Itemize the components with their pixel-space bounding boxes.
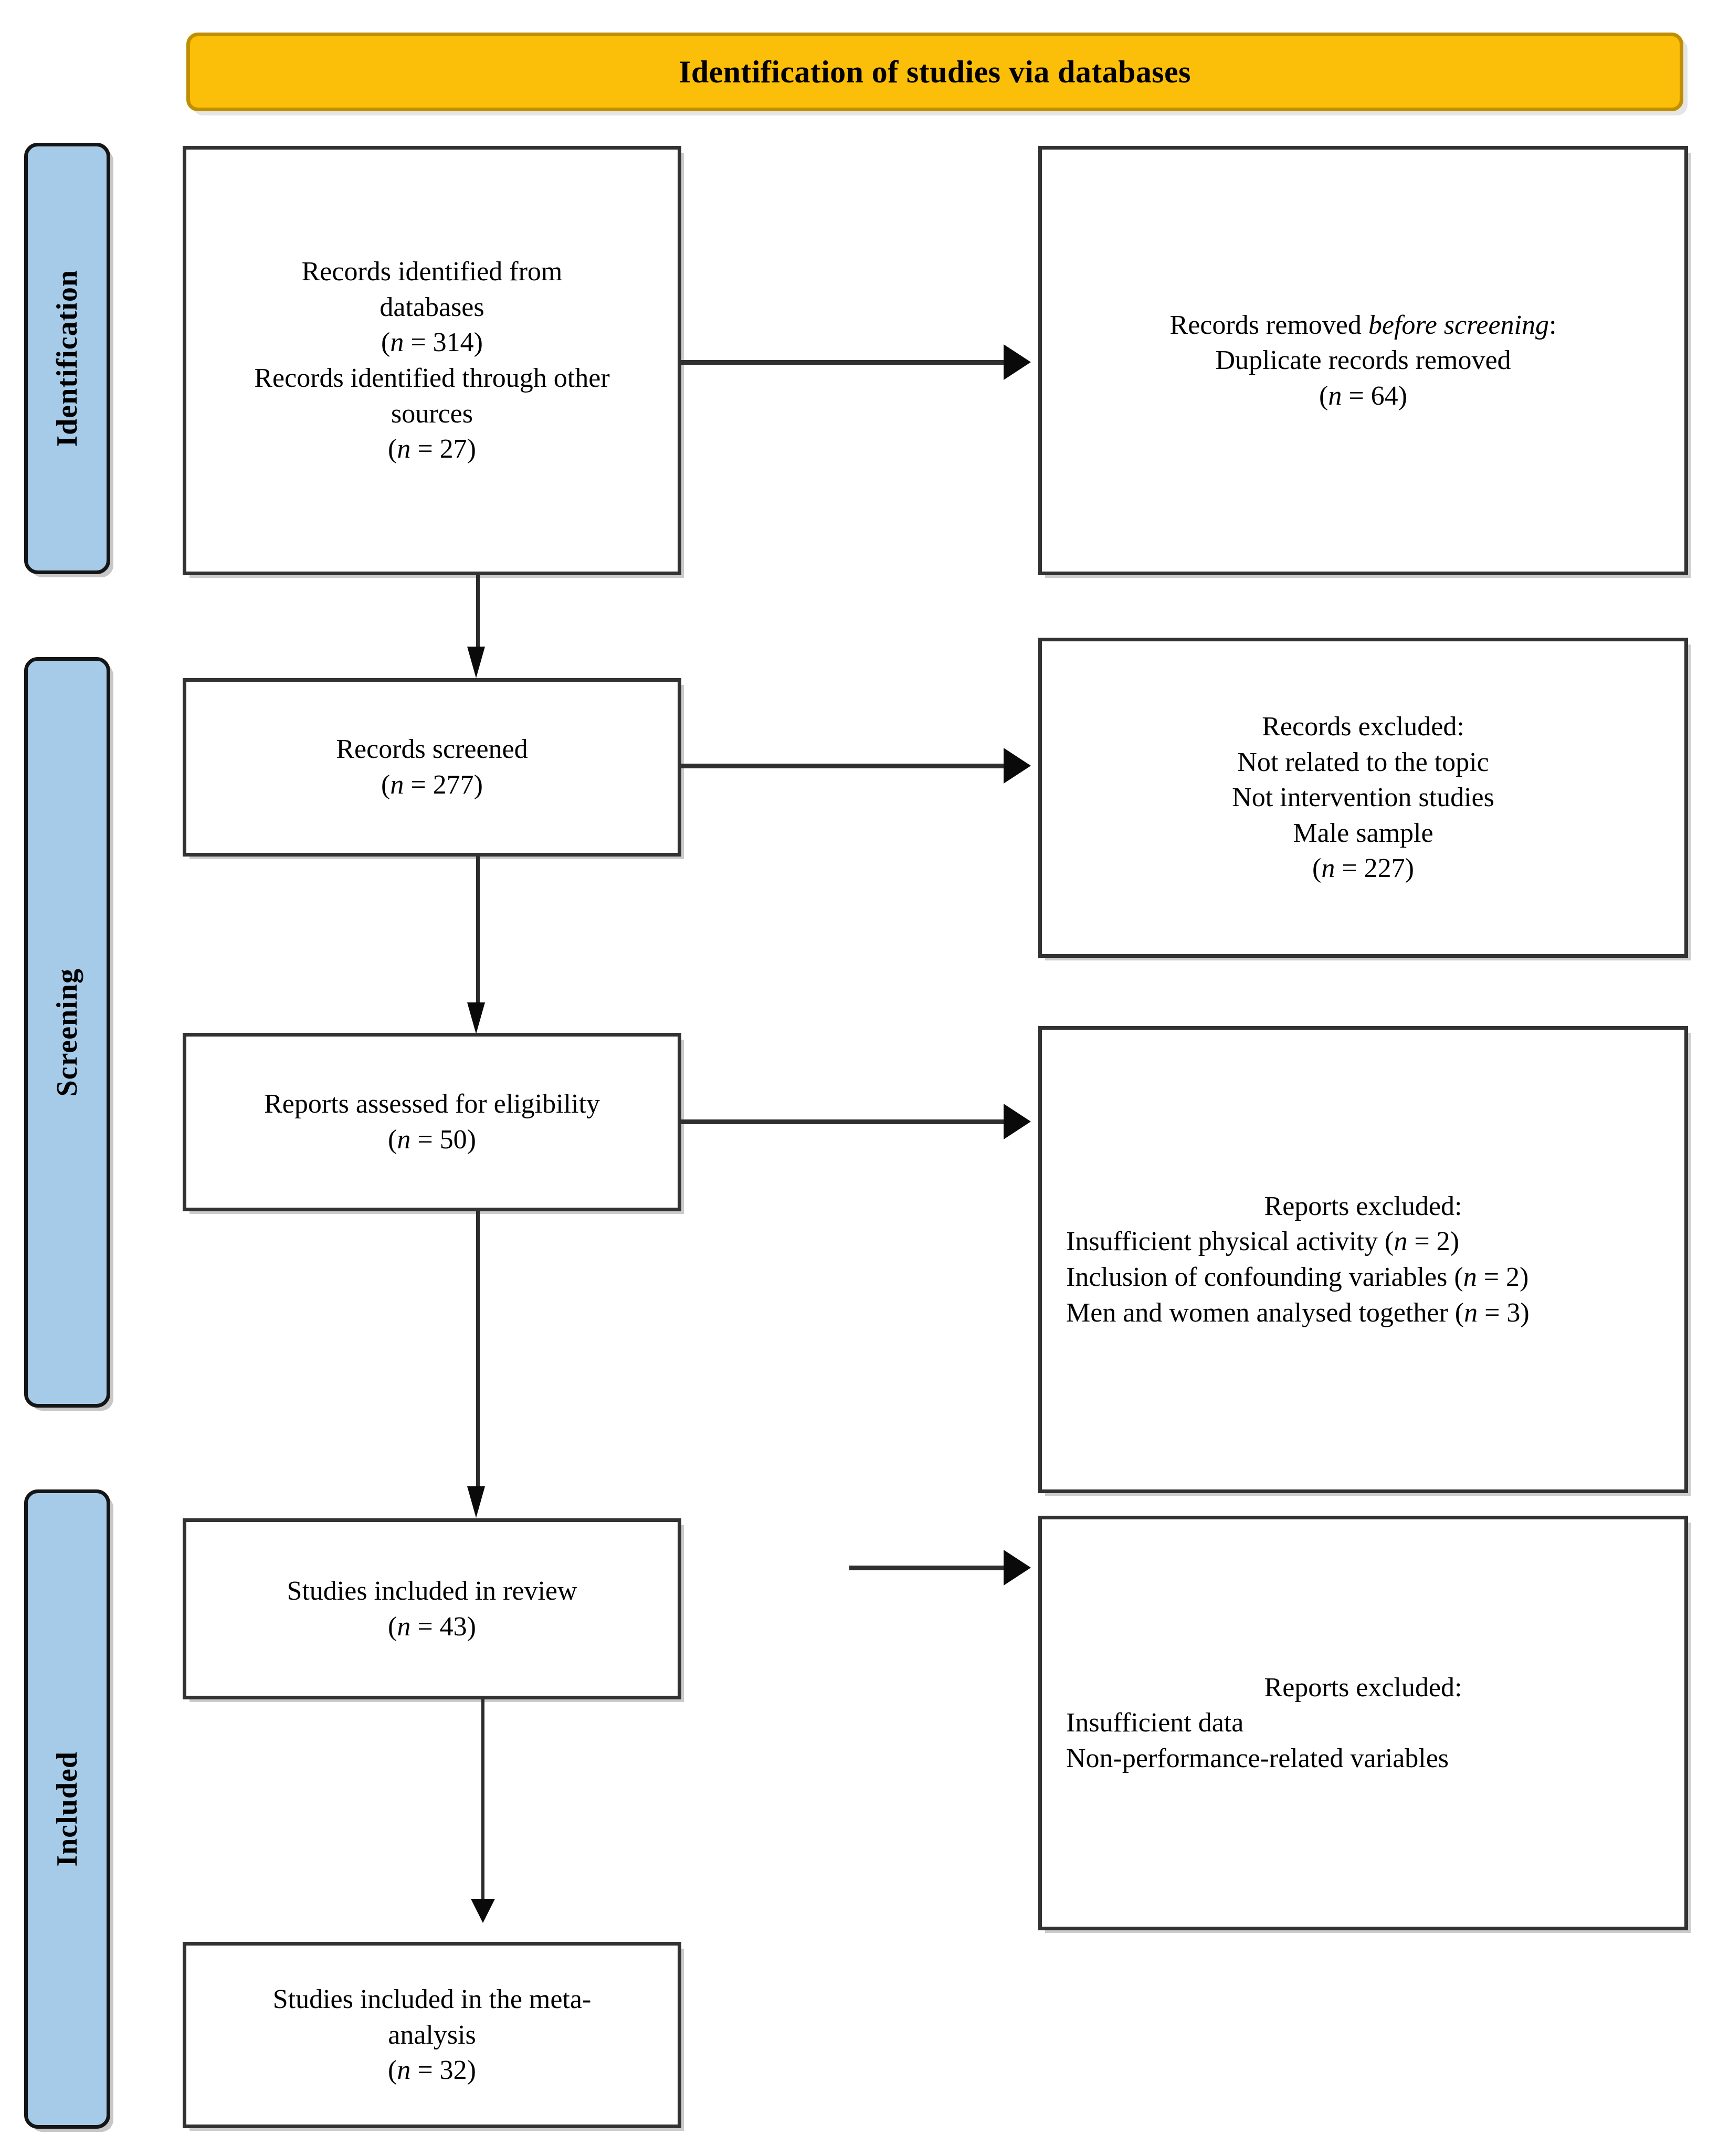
studies-included-review-count-value: = 43)	[410, 1611, 476, 1642]
records-screened-count-n: n	[390, 770, 404, 800]
records-removed-line1-plain: Records removed	[1169, 310, 1368, 340]
records-excluded-item2: Not intervention studies	[1232, 783, 1494, 813]
arrow-screened-to-assessed-line	[476, 857, 480, 1009]
box-records-screened-content: Records screened (n = 277)	[186, 732, 678, 802]
records-removed-line2: Duplicate records removed	[1215, 345, 1511, 376]
studies-included-meta-count-open: (	[388, 2055, 397, 2086]
box-records-excluded: Records excluded: Not related to the top…	[1038, 638, 1688, 958]
reports-assessed-count-open: (	[388, 1125, 397, 1155]
arrow-assessed-to-excluded-head	[1004, 1104, 1031, 1139]
studies-included-meta-count-n: n	[397, 2055, 411, 2086]
records-removed-count-n: n	[1328, 381, 1342, 411]
box-reports-excluded-eligibility-content: Reports excluded: Insufficient physical …	[1042, 1189, 1684, 1330]
box-studies-included-meta: Studies included in the meta- analysis (…	[183, 1942, 681, 2128]
records-identified-count2-value: = 27)	[410, 434, 476, 464]
arrow-identified-to-removed-line	[681, 360, 1004, 365]
box-reports-assessed-content: Reports assessed for eligibility (n = 50…	[186, 1086, 678, 1157]
records-screened-line1: Records screened	[336, 734, 528, 765]
box-records-identified: Records identified from databases (n = 3…	[183, 146, 681, 575]
box-records-removed-before-screening: Records removed before screening: Duplic…	[1038, 146, 1688, 575]
box-reports-excluded-eligibility: Reports excluded: Insufficient physical …	[1038, 1026, 1688, 1493]
records-identified-line5: sources	[391, 398, 473, 429]
records-screened-count-open: (	[381, 770, 391, 800]
box-studies-included-meta-content: Studies included in the meta- analysis (…	[186, 1982, 678, 2088]
arrow-review-to-excluded-head	[1004, 1550, 1031, 1586]
records-identified-line4: Records identified through other	[254, 363, 610, 393]
records-identified-count2-n: n	[397, 434, 411, 464]
reports-assessed-count-value: = 50)	[410, 1125, 476, 1155]
arrow-assessed-to-excluded-line	[681, 1119, 1004, 1124]
reports-assessed-count-n: n	[397, 1125, 411, 1155]
box-studies-included-review: Studies included in review (n = 43)	[183, 1518, 681, 1699]
box-records-identified-content: Records identified from databases (n = 3…	[186, 254, 678, 467]
arrow-assessed-to-included-head	[467, 1486, 485, 1518]
reports-assessed-line1: Reports assessed for eligibility	[264, 1089, 600, 1119]
records-identified-count2-open: (	[388, 434, 397, 464]
reports-excluded-eligibility-item3-value: = 3)	[1478, 1297, 1530, 1328]
records-identified-count1-n: n	[390, 327, 404, 358]
records-identified-line1: Records identified from	[301, 257, 563, 287]
stage-screening-label: Screening	[51, 968, 83, 1097]
reports-excluded-review-heading: Reports excluded:	[1264, 1672, 1462, 1703]
arrow-review-to-meta-line	[481, 1699, 484, 1907]
studies-included-review-count-n: n	[397, 1611, 411, 1642]
reports-excluded-eligibility-item1-n: n	[1394, 1227, 1408, 1257]
reports-excluded-eligibility-item3-n: n	[1464, 1297, 1478, 1328]
reports-excluded-review-item2: Non-performance-related variables	[1066, 1743, 1449, 1773]
studies-included-review-count-open: (	[388, 1611, 397, 1642]
header-title: Identification of studies via databases	[679, 54, 1191, 89]
arrow-screened-to-excluded-line	[681, 764, 1004, 768]
records-identified-count1-open: (	[381, 327, 391, 358]
records-excluded-count-open: (	[1312, 853, 1322, 884]
records-identified-count1-value: = 314)	[404, 327, 483, 358]
box-records-screened: Records screened (n = 277)	[183, 678, 681, 857]
arrow-identified-to-removed-head	[1004, 344, 1031, 380]
arrow-review-to-meta-head	[471, 1899, 495, 1923]
records-excluded-count-n: n	[1321, 853, 1335, 884]
reports-excluded-eligibility-item2-value: = 2)	[1477, 1262, 1529, 1292]
header-banner: Identification of studies via databases	[186, 33, 1683, 111]
records-screened-count-value: = 277)	[404, 770, 483, 800]
box-reports-excluded-review: Reports excluded: Insufficient data Non-…	[1038, 1516, 1688, 1930]
studies-included-review-line1: Studies included in review	[287, 1576, 577, 1606]
studies-included-meta-count-value: = 32)	[410, 2055, 476, 2086]
stage-identification-label: Identification	[51, 270, 83, 447]
reports-excluded-eligibility-item2-n: n	[1463, 1262, 1477, 1292]
box-reports-assessed: Reports assessed for eligibility (n = 50…	[183, 1033, 681, 1211]
records-excluded-heading: Records excluded:	[1262, 712, 1464, 742]
stage-screening: Screening	[24, 657, 110, 1408]
reports-excluded-review-item1: Insufficient data	[1066, 1708, 1244, 1738]
box-records-excluded-content: Records excluded: Not related to the top…	[1042, 709, 1684, 886]
records-removed-count-value: = 64)	[1342, 381, 1407, 411]
records-excluded-count-value: = 227)	[1335, 853, 1414, 884]
records-identified-line2: databases	[379, 292, 484, 322]
records-excluded-item3: Male sample	[1293, 818, 1433, 848]
box-records-removed-content: Records removed before screening: Duplic…	[1042, 308, 1684, 414]
reports-excluded-eligibility-item3-text: Men and women analysed together (	[1066, 1297, 1464, 1328]
reports-excluded-eligibility-heading: Reports excluded:	[1264, 1191, 1462, 1221]
stage-identification: Identification	[24, 143, 110, 574]
arrow-assessed-to-included-line	[476, 1211, 480, 1495]
arrow-screened-to-excluded-head	[1004, 748, 1031, 784]
records-removed-line1-colon: :	[1549, 310, 1557, 340]
arrow-identified-to-screened-head	[467, 647, 485, 678]
reports-excluded-eligibility-item2-text: Inclusion of confounding variables (	[1066, 1262, 1463, 1292]
records-removed-line1-italic: before screening	[1368, 310, 1549, 340]
studies-included-meta-line2: analysis	[388, 2020, 476, 2050]
box-reports-excluded-review-content: Reports excluded: Insufficient data Non-…	[1042, 1670, 1684, 1777]
arrow-screened-to-assessed-head	[467, 1002, 485, 1034]
arrow-identified-to-screened-line	[476, 575, 480, 654]
box-studies-included-review-content: Studies included in review (n = 43)	[186, 1573, 678, 1644]
arrow-review-to-excluded-line	[849, 1566, 1004, 1570]
stage-included-label: Included	[51, 1751, 83, 1867]
reports-excluded-eligibility-item1-text: Insufficient physical activity (	[1066, 1227, 1394, 1257]
studies-included-meta-line1: Studies included in the meta-	[272, 1984, 592, 2015]
records-removed-count-open: (	[1319, 381, 1329, 411]
records-excluded-item1: Not related to the topic	[1237, 747, 1489, 777]
stage-included: Included	[24, 1489, 110, 2129]
reports-excluded-eligibility-item1-value: = 2)	[1407, 1227, 1459, 1257]
